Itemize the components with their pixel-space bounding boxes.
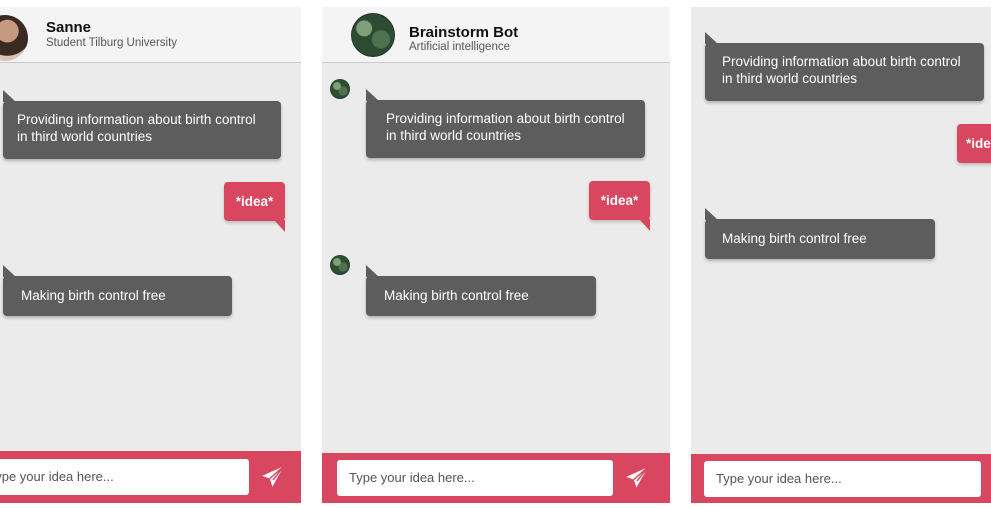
- chat-panel-cropped: Providing information about birth contro…: [691, 7, 991, 503]
- message-text: *idea*: [600, 193, 639, 208]
- message-line: in third world countries: [722, 71, 858, 86]
- contact-name: Brainstorm Bot: [409, 24, 519, 41]
- message-composer: Type your idea here...: [322, 453, 670, 503]
- message-line: Providing information about birth contro…: [722, 54, 961, 69]
- chat-header: Brainstorm Bot Artificial intelligence: [322, 7, 670, 63]
- user-message: *idea*: [224, 182, 285, 232]
- bot-message: Making birth control free: [366, 265, 596, 316]
- message-line: in third world countries: [17, 129, 153, 144]
- contact-subtitle: Artificial intelligence: [409, 41, 510, 53]
- paper-plane-icon[interactable]: [624, 465, 650, 491]
- message-text: *idea*: [235, 194, 274, 209]
- bot-avatar[interactable]: [351, 13, 395, 57]
- user-message: *idea*: [589, 181, 650, 231]
- input-placeholder: Type your idea here...: [349, 470, 475, 485]
- message-text: Making birth control free: [21, 288, 166, 303]
- input-placeholder: Type your idea here...: [716, 471, 842, 486]
- bot-message: Making birth control free: [705, 208, 935, 259]
- bot-mini-avatar: [330, 79, 350, 99]
- message-line: in third world countries: [386, 128, 522, 143]
- bot-message: Providing information about birth contro…: [366, 89, 645, 158]
- idea-input[interactable]: Type your idea here...: [704, 461, 981, 497]
- bot-message: Providing information about birth contro…: [705, 32, 984, 101]
- message-line: Providing information about birth contro…: [386, 111, 625, 126]
- idea-input[interactable]: Type your idea here...: [337, 460, 613, 496]
- chat-header: Sanne Student Tilburg University: [0, 7, 301, 63]
- chat-panel-sanne: Sanne Student Tilburg University Providi…: [0, 7, 301, 503]
- input-placeholder: Type your idea here...: [0, 469, 114, 484]
- contact-name: Sanne: [46, 19, 92, 36]
- contact-subtitle: Student Tilburg University: [46, 37, 178, 49]
- paper-plane-icon[interactable]: [260, 464, 286, 490]
- bot-message: Providing information about birth contro…: [3, 90, 281, 159]
- chat-panel-brainstorm-bot: Brainstorm Bot Artificial intelligence P…: [322, 7, 670, 503]
- message-composer: Type your idea here...: [0, 451, 301, 503]
- user-message: *ide: [957, 124, 991, 163]
- message-text: Making birth control free: [384, 288, 529, 303]
- bot-mini-avatar: [330, 255, 350, 275]
- message-line: Providing information about birth contro…: [17, 112, 256, 127]
- bot-message: Making birth control free: [3, 265, 232, 316]
- message-composer: Type your idea here...: [691, 454, 991, 503]
- contact-avatar[interactable]: [0, 15, 28, 61]
- message-text: *ide: [966, 136, 991, 151]
- message-text: Making birth control free: [722, 231, 867, 246]
- idea-input[interactable]: Type your idea here...: [0, 459, 249, 495]
